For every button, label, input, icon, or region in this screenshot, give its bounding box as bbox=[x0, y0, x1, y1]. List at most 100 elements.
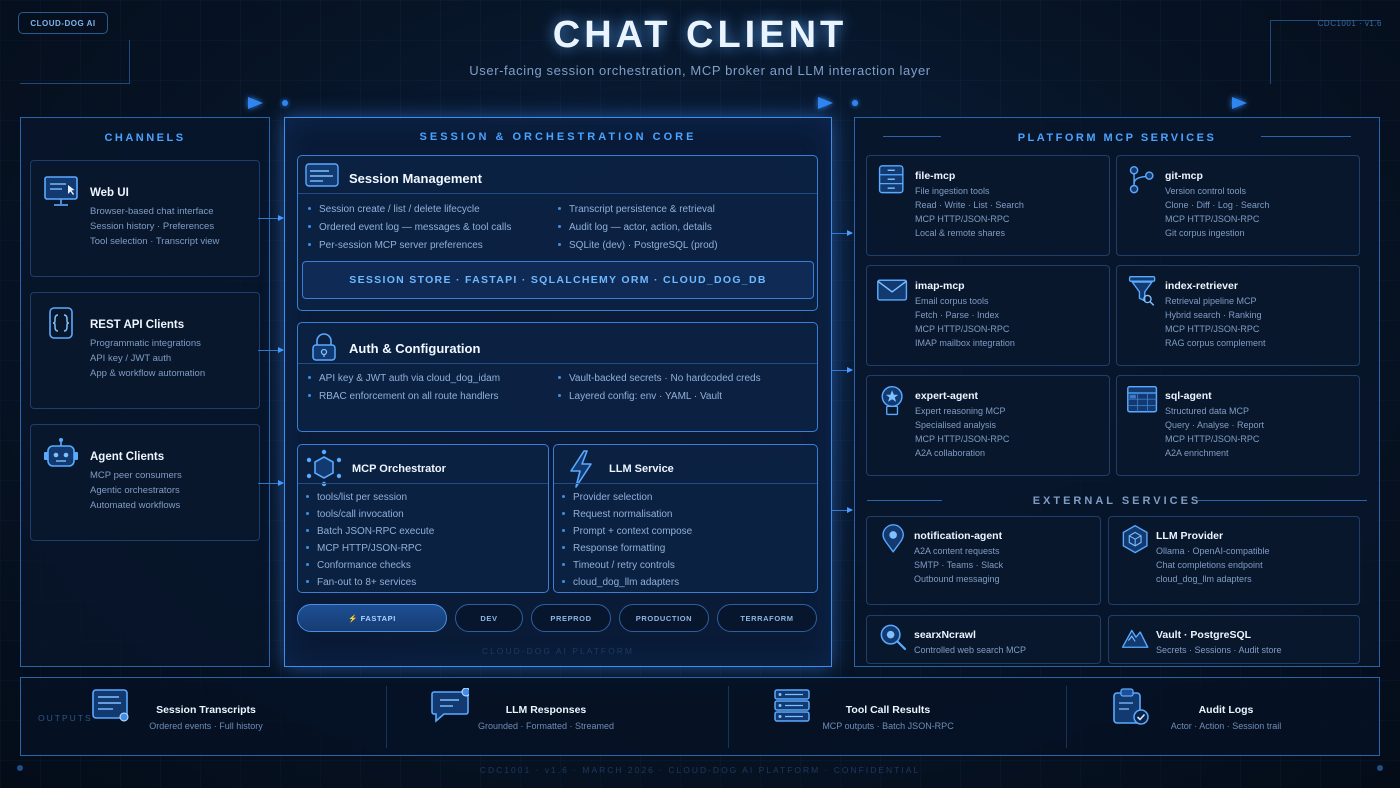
server-stack-icon bbox=[774, 689, 810, 722]
mountain-vault-icon bbox=[1121, 629, 1149, 648]
bullet-item: Layered config: env · YAML · Vault bbox=[558, 388, 761, 406]
flow-arrow bbox=[258, 480, 284, 486]
expert-badge-icon bbox=[881, 385, 903, 416]
bullet-dot-icon bbox=[562, 562, 565, 566]
bullet-item: Prompt + context compose bbox=[562, 523, 692, 540]
bullet-item: Vault-backed secrets · No hardcoded cred… bbox=[558, 370, 761, 388]
bullet-text: Prompt + context compose bbox=[573, 526, 693, 537]
git-branch-icon bbox=[1129, 165, 1154, 194]
bullet-item: Session create / list / delete lifecycle bbox=[308, 201, 511, 219]
transcript-icon bbox=[92, 689, 129, 722]
file-cabinet-icon bbox=[878, 165, 904, 194]
env-pill-terraform[interactable]: TERRAFORM bbox=[717, 604, 817, 632]
page-footer: CDC1001 · v1.6 · MARCH 2026 · CLOUD-DOG … bbox=[479, 765, 921, 775]
env-pill-preprod[interactable]: PREPROD bbox=[531, 604, 611, 632]
bullet-item: Provider selection bbox=[562, 489, 692, 506]
bullet-dot-icon bbox=[562, 579, 565, 583]
service-title: Vault · PostgreSQL bbox=[1156, 629, 1252, 641]
bullet-text: Batch JSON-RPC execute bbox=[317, 526, 435, 537]
bullet-dot-icon bbox=[562, 494, 565, 498]
channel-line: Browser-based chat interface bbox=[90, 206, 214, 217]
service-title: expert-agent bbox=[915, 390, 979, 402]
bullet-dot-icon bbox=[308, 206, 311, 210]
core-title: SESSION & ORCHESTRATION CORE bbox=[419, 131, 697, 143]
channel-line: MCP peer consumers bbox=[90, 470, 182, 481]
bullet-text: Per-session MCP server preferences bbox=[319, 240, 483, 251]
service-line: MCP HTTP/JSON-RPC bbox=[1165, 434, 1260, 444]
robot-icon bbox=[44, 438, 78, 467]
session-store-banner: SESSION STORE · FASTAPI · SQLALCHEMY ORM… bbox=[302, 261, 814, 299]
map-pin-icon bbox=[882, 524, 904, 553]
service-title: notification-agent bbox=[914, 530, 1003, 542]
bullet-dot-icon bbox=[306, 562, 309, 566]
lock-icon bbox=[312, 333, 336, 361]
channel-line: Session history · Preferences bbox=[90, 221, 215, 232]
node-dot-icon bbox=[1377, 765, 1383, 771]
bullet-text: Provider selection bbox=[573, 492, 653, 503]
node-dot-icon bbox=[852, 100, 858, 106]
service-line: MCP HTTP/JSON-RPC bbox=[1165, 214, 1260, 224]
output-title: Audit Logs bbox=[1198, 704, 1254, 716]
bullet-dot-icon bbox=[308, 375, 311, 379]
session-title: Session Management bbox=[349, 171, 482, 186]
service-title: git-mcp bbox=[1165, 170, 1203, 182]
bullet-text: Audit log — actor, action, details bbox=[569, 222, 712, 233]
magnifier-icon bbox=[880, 624, 907, 651]
table-grid-icon bbox=[1127, 385, 1158, 413]
bullet-dot-icon bbox=[558, 393, 561, 397]
service-line: Specialised analysis bbox=[915, 420, 997, 430]
service-line: Fetch · Parse · Index bbox=[915, 310, 1000, 320]
auth-right-list: Vault-backed secrets · No hardcoded cred… bbox=[558, 370, 761, 406]
bullet-dot-icon bbox=[308, 224, 311, 228]
output-subtitle: MCP outputs · Batch JSON-RPC bbox=[822, 721, 954, 731]
bullet-item: Request normalisation bbox=[562, 506, 692, 523]
channel-line: App & workflow automation bbox=[90, 368, 206, 379]
flow-arrow bbox=[258, 215, 284, 221]
bullet-item: Transcript persistence & retrieval bbox=[558, 201, 718, 219]
clipboard-check-icon bbox=[1113, 688, 1149, 725]
bullet-dot-icon bbox=[306, 579, 309, 583]
auth-config-section: Auth & Configuration API key & JWT auth … bbox=[297, 322, 818, 432]
env-pill-dev[interactable]: DEV bbox=[455, 604, 523, 632]
bullet-text: RBAC enforcement on all route handlers bbox=[319, 391, 499, 402]
hexagon-cube-icon bbox=[1122, 524, 1148, 554]
service-line: SMTP · Teams · Slack bbox=[914, 560, 1004, 570]
service-line: File ingestion tools bbox=[915, 186, 990, 196]
flow-arrow bbox=[832, 230, 853, 236]
bullet-dot-icon bbox=[558, 242, 561, 246]
channel-title: Agent Clients bbox=[90, 451, 165, 463]
circuit-line bbox=[1270, 20, 1380, 84]
bullet-dot-icon bbox=[306, 528, 309, 532]
bullet-dot-icon bbox=[306, 545, 309, 549]
bullet-text: Ordered event log — messages & tool call… bbox=[319, 222, 512, 233]
env-pill-fastapi[interactable]: ⚡ FASTAPI bbox=[297, 604, 447, 632]
channel-line: Automated workflows bbox=[90, 500, 181, 511]
service-title: index-retriever bbox=[1165, 280, 1238, 292]
bullet-item: Conformance checks bbox=[306, 557, 434, 574]
bullet-text: Layered config: env · YAML · Vault bbox=[569, 391, 723, 402]
env-pill-production[interactable]: PRODUCTION bbox=[619, 604, 709, 632]
channel-line: API key / JWT auth bbox=[90, 353, 172, 364]
hexagon-network-icon bbox=[306, 449, 342, 487]
envelope-icon bbox=[877, 279, 908, 301]
service-line: MCP HTTP/JSON-RPC bbox=[915, 214, 1010, 224]
service-line: Email corpus tools bbox=[915, 296, 989, 306]
bullet-text: SQLite (dev) · PostgreSQL (prod) bbox=[569, 240, 718, 251]
funnel-search-icon bbox=[1128, 276, 1156, 306]
service-line: cloud_dog_llm adapters bbox=[1156, 574, 1252, 584]
session-left-list: Session create / list / delete lifecycle… bbox=[308, 201, 511, 255]
bullet-dot-icon bbox=[308, 242, 311, 246]
service-line: IMAP mailbox integration bbox=[915, 338, 1015, 348]
service-line: MCP HTTP/JSON-RPC bbox=[915, 434, 1010, 444]
output-divider bbox=[1066, 686, 1067, 748]
service-line: A2A collaboration bbox=[915, 448, 986, 458]
